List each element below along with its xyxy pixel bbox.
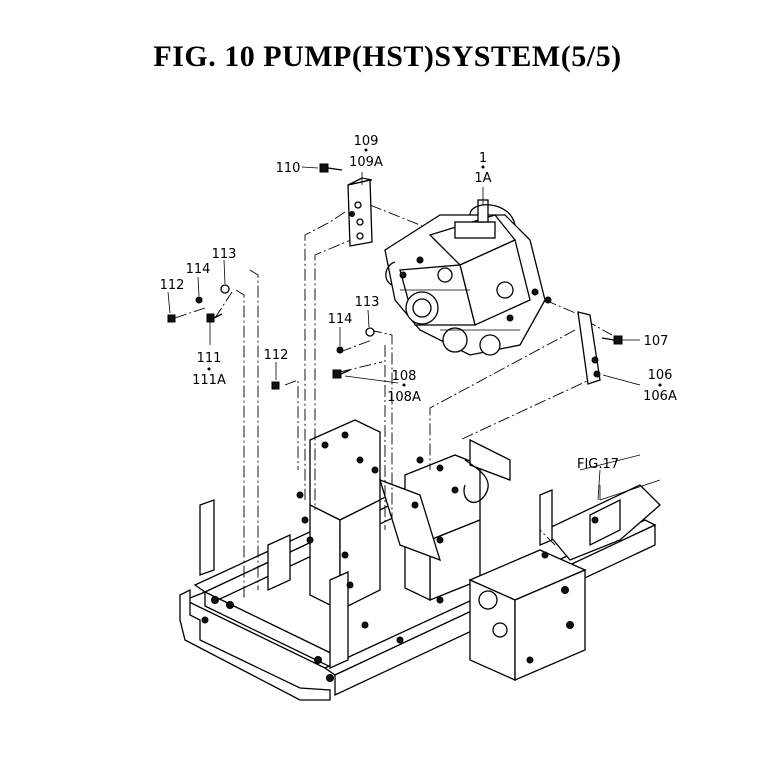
callout-112-center: 112	[264, 348, 289, 363]
chassis-frame	[179, 419, 661, 701]
callout-108: 108	[392, 369, 417, 384]
callout-1a: 1A	[474, 171, 491, 186]
hst-pump	[384, 199, 552, 356]
callout-113-center: 113	[355, 295, 380, 310]
callout-107: 107	[644, 334, 669, 349]
frame-bolts	[201, 431, 599, 682]
callout-111: 111	[197, 351, 222, 366]
callout-112-left: 112	[160, 278, 185, 293]
callout-106a: 106A	[643, 389, 677, 404]
fig17-reference: FIG.17	[577, 457, 619, 472]
callout-109: 109	[354, 134, 379, 149]
callout-110: 110	[276, 161, 301, 176]
callout-1: 1	[479, 151, 487, 166]
bolts	[206, 163, 623, 379]
callout-114-left: 114	[186, 262, 211, 277]
callout-109a: 109A	[349, 155, 383, 170]
callout-dots	[207, 148, 662, 387]
bracket-106	[577, 311, 601, 385]
assembly-guide-lines	[174, 204, 613, 600]
callout-113-left: 113	[212, 247, 237, 262]
page-title: FIG. 10 PUMP(HST)SYSTEM(5/5)	[153, 40, 622, 73]
nuts-and-washers	[167, 284, 375, 390]
bracket-109	[347, 177, 373, 247]
leader-lines	[167, 166, 641, 501]
callout-114-center: 114	[328, 312, 353, 327]
callout-106: 106	[648, 368, 673, 383]
callout-111a: 111A	[192, 373, 226, 388]
callout-108a: 108A	[387, 390, 421, 405]
